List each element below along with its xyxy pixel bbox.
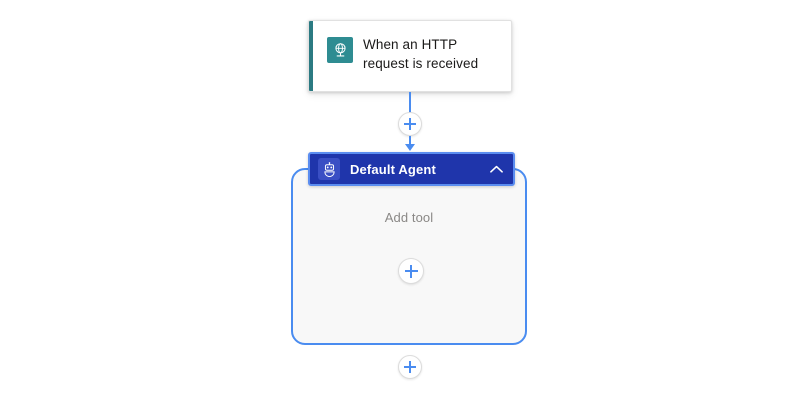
add-tool-label: Add tool (384, 210, 434, 225)
agent-container[interactable] (291, 168, 527, 345)
agent-header-default-agent[interactable]: Default Agent (308, 152, 515, 186)
add-tool-button[interactable] (398, 258, 424, 284)
plus-icon (404, 361, 416, 373)
add-step-button-bottom[interactable] (398, 355, 422, 379)
edge-arrow-down-icon (405, 144, 415, 151)
chevron-up-icon[interactable] (489, 162, 503, 176)
trigger-title: When an HTTP request is received (363, 37, 479, 71)
edge-trigger-to-agent-lower (409, 136, 411, 148)
trigger-accent-bar (309, 21, 313, 91)
plus-icon (404, 118, 416, 130)
trigger-card-http-request[interactable]: When an HTTP request is received (308, 20, 512, 92)
agent-title: Default Agent (350, 161, 436, 177)
edge-trigger-to-agent-upper (409, 92, 411, 114)
agent-robot-icon (318, 158, 340, 180)
add-step-button-top[interactable] (398, 112, 422, 136)
plus-icon (404, 264, 418, 278)
http-request-globe-icon (327, 37, 353, 63)
